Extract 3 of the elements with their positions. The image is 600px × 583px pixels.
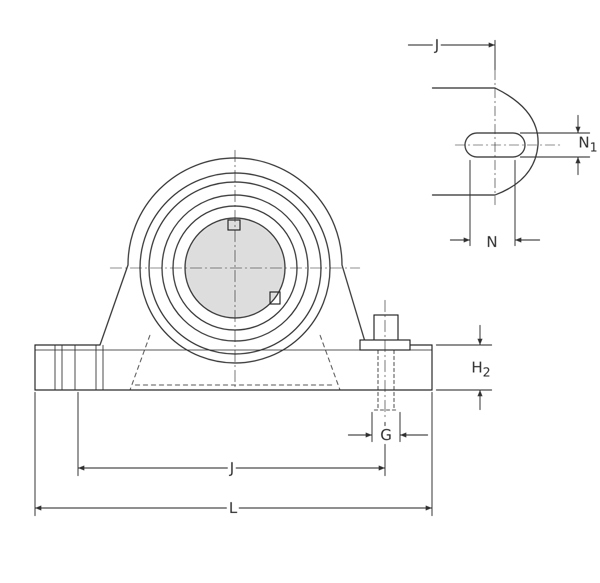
dimension-label: J bbox=[432, 36, 442, 54]
dimension-label: G bbox=[378, 426, 394, 444]
dimension-label: J bbox=[228, 459, 236, 477]
